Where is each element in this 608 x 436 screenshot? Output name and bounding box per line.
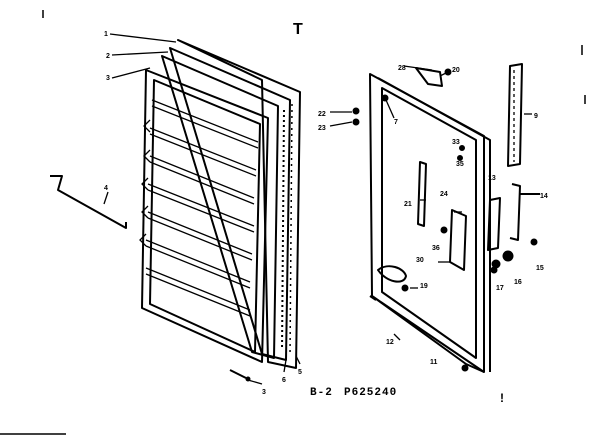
callout-12: 12 bbox=[386, 339, 394, 346]
callout-7: 7 bbox=[394, 119, 398, 126]
callout-36: 36 bbox=[432, 245, 440, 252]
callout-3-bottom: 3 bbox=[262, 389, 266, 396]
callout-13: 13 bbox=[488, 175, 496, 182]
callout-14: 14 bbox=[540, 193, 548, 200]
top-mark: T bbox=[293, 21, 303, 38]
scan-marks bbox=[0, 10, 586, 435]
trim-strip-13 bbox=[507, 63, 523, 167]
callout-22: 22 bbox=[318, 111, 326, 118]
callout-23: 23 bbox=[318, 125, 326, 132]
hinge-top bbox=[352, 67, 465, 234]
bottom-mark: ! bbox=[500, 391, 504, 405]
callout-labels: 1 2 3 4 3 6 5 28 20 22 23 7 9 33 35 13 1… bbox=[104, 31, 548, 396]
callout-1: 1 bbox=[104, 31, 108, 38]
callout-21: 21 bbox=[404, 201, 412, 208]
outer-door bbox=[369, 73, 491, 373]
callout-11: 11 bbox=[430, 359, 438, 366]
callout-28: 28 bbox=[398, 65, 406, 72]
bracket-part-4 bbox=[50, 175, 127, 229]
callout-5: 5 bbox=[298, 369, 302, 376]
left-leaders bbox=[109, 33, 301, 385]
right-leaders bbox=[329, 65, 536, 341]
caption-part-number: P625240 bbox=[344, 387, 397, 399]
callout-20: 20 bbox=[452, 67, 460, 74]
screw-part-3 bbox=[229, 369, 251, 382]
callout-3: 3 bbox=[106, 75, 110, 82]
callout-17: 17 bbox=[496, 285, 504, 292]
inner-door-liner bbox=[139, 39, 301, 369]
callout-24: 24 bbox=[440, 191, 448, 198]
callout-9: 9 bbox=[534, 113, 538, 120]
shelf-ridges bbox=[145, 99, 259, 317]
small-hardware bbox=[461, 238, 538, 372]
callout-30: 30 bbox=[416, 257, 424, 264]
callout-2: 2 bbox=[106, 53, 110, 60]
callout-16: 16 bbox=[514, 279, 522, 286]
callout-15: 15 bbox=[536, 265, 544, 272]
caption-section: B-2 bbox=[310, 387, 333, 399]
callout-4: 4 bbox=[104, 185, 108, 192]
callout-6: 6 bbox=[282, 377, 286, 384]
callout-35: 35 bbox=[456, 161, 464, 168]
callout-33: 33 bbox=[452, 139, 460, 146]
callout-19: 19 bbox=[420, 283, 428, 290]
